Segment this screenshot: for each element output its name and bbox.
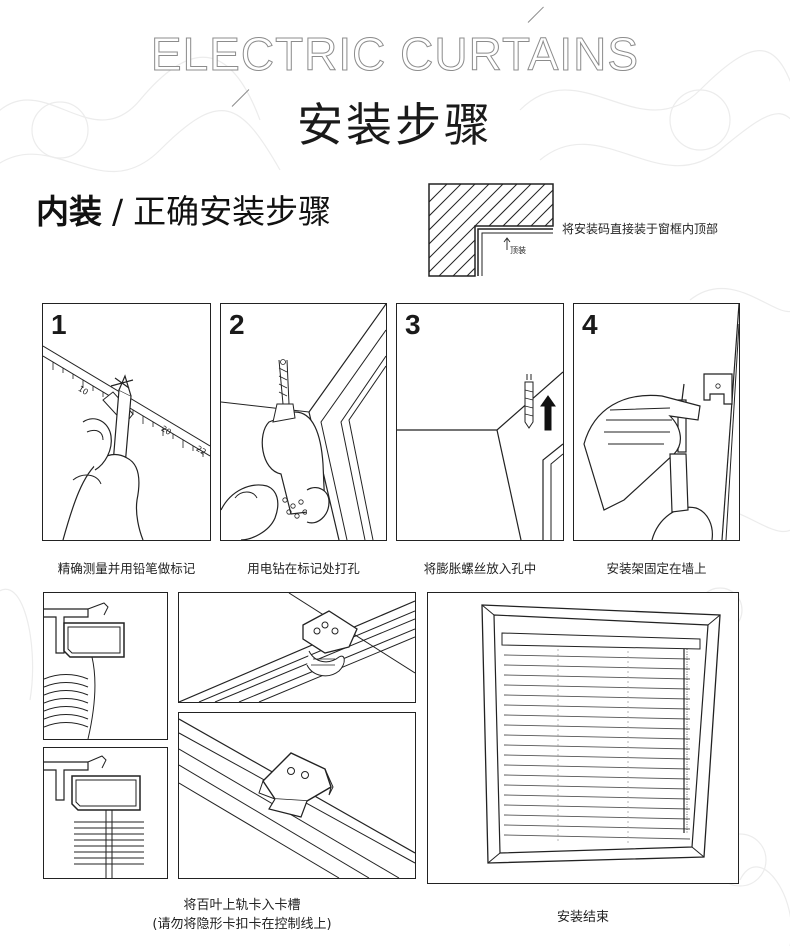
clip-detail-illustration-2 bbox=[44, 755, 144, 878]
window-hint: 将安装码直接装于窗框内顶部 bbox=[562, 222, 719, 236]
up-arrow-icon bbox=[540, 395, 556, 431]
clip-detail-illustration bbox=[44, 602, 125, 739]
up-arrow-icon bbox=[503, 237, 511, 250]
section-title-rest: 正确安装步骤 bbox=[133, 192, 332, 231]
step-2-number: 2 bbox=[229, 309, 245, 340]
top-mount-label: 顶装 bbox=[510, 246, 526, 255]
english-title: ELECTRIC CURTAINS bbox=[150, 28, 640, 81]
step-3-number: 3 bbox=[405, 309, 421, 340]
chinese-title: 安装步骤 bbox=[297, 98, 493, 152]
rail-mount-panel bbox=[178, 592, 416, 703]
clip-detail-top-panel bbox=[43, 592, 168, 740]
window-frame-diagram bbox=[428, 183, 554, 277]
anchor-illustration bbox=[397, 371, 563, 540]
finished-blind-illustration bbox=[481, 604, 721, 864]
finish-caption: 安装结束 bbox=[556, 910, 609, 925]
rail-closeup-panel bbox=[178, 712, 416, 879]
step-3-panel: 3 bbox=[396, 303, 564, 541]
step-1-caption: 精确测量并用铅笔做标记 bbox=[57, 561, 196, 576]
rail-mount-illustration bbox=[179, 593, 415, 702]
rail-caption-line1: 将百叶上轨卡入卡槽 bbox=[183, 898, 301, 913]
finished-blind-panel bbox=[427, 592, 739, 884]
measure-illustration bbox=[43, 345, 210, 540]
step-4-number: 4 bbox=[582, 309, 598, 340]
step-1-number: 1 bbox=[51, 309, 67, 340]
clip-detail-bottom-panel bbox=[43, 747, 168, 879]
step-3-caption: 将膨胀螺丝放入孔中 bbox=[423, 561, 537, 576]
rail-closeup-illustration bbox=[179, 718, 415, 878]
step-4-panel: 4 bbox=[573, 303, 740, 541]
step-2-caption: 用电钻在标记处打孔 bbox=[247, 561, 360, 576]
rail-caption: 将百叶上轨卡入卡槽 (请勿将隐形卡扣卡在控制线上) bbox=[118, 896, 366, 934]
bracket-illustration bbox=[583, 304, 739, 540]
section-title-bold: 内装 bbox=[36, 192, 102, 231]
drill-illustration bbox=[221, 304, 386, 540]
step-2-panel: 2 bbox=[220, 303, 387, 541]
section-title: 内装 /正确安装步骤 bbox=[36, 190, 331, 234]
section-title-separator: / bbox=[112, 192, 124, 231]
step-4-caption: 安装架固定在墙上 bbox=[606, 561, 707, 576]
rail-caption-line2: (请勿将隐形卡扣卡在控制线上) bbox=[152, 917, 332, 932]
step-1-panel: 1 10 20 22 bbox=[42, 303, 211, 541]
